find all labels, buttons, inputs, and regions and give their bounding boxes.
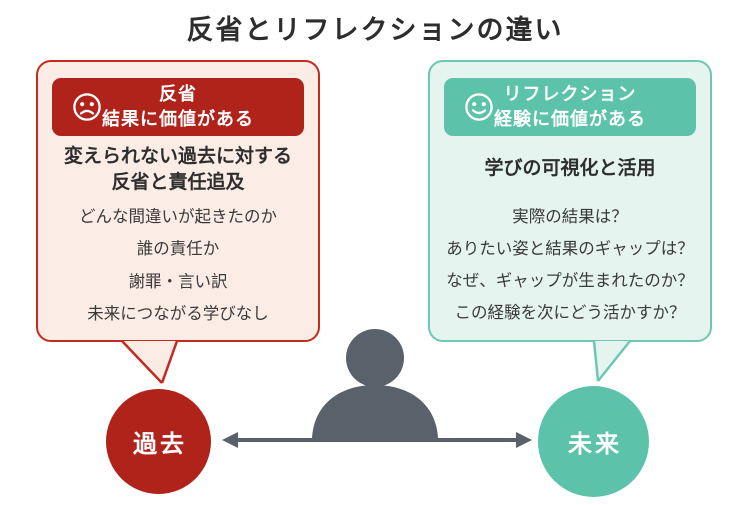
list-item: 未来につながる学びなし (87, 304, 269, 323)
hansei-body: 変えられない過去に対する 反省と責任追及 どんな間違いが起きたのか 誰の責任か … (42, 144, 314, 324)
hansei-speech-bubble: 反省 結果に価値がある 変えられない過去に対する 反省と責任追及 どんな間違いが… (36, 60, 320, 384)
list-item: どんな間違いが起きたのか (79, 208, 277, 227)
page-title: 反省とリフレクションの違い (186, 15, 564, 45)
reflection-body: 学びの可視化と活用 実際の結果は？ ありたい姿と結果のギャップは？ なぜ、ギャッ… (434, 144, 706, 323)
smiley-face-icon (465, 93, 493, 121)
past-circle-label: 過去 (133, 431, 187, 458)
reflection-header-title: リフレクション (503, 83, 637, 104)
past-circle: 過去 (106, 389, 211, 494)
sad-face-icon (73, 93, 101, 121)
hansei-header-subtitle: 結果に価値がある (102, 109, 254, 129)
future-circle: 未来 (538, 386, 649, 497)
reflection-lead-text: 学びの可視化と活用 (484, 158, 656, 179)
list-item: 実際の結果は？ (512, 207, 628, 226)
double-headed-arrow-icon (222, 432, 532, 448)
reflection-header: リフレクション 経験に価値がある (444, 78, 696, 136)
hansei-header: 反省 結果に価値がある (52, 78, 304, 136)
hansei-bubble-tail (121, 341, 179, 384)
reflection-speech-bubble: リフレクション 経験に価値がある 学びの可視化と活用 実際の結果は？ ありたい姿… (428, 60, 712, 382)
list-item: この経験を次にどう活かすか？ (454, 304, 686, 323)
list-item: ありたい姿と結果のギャップは？ (446, 239, 694, 258)
reflection-header-subtitle: 経験に価値がある (494, 109, 646, 129)
reflection-bubble-tail (592, 341, 631, 382)
list-item: 謝罪・言い訳 (128, 272, 228, 291)
list-item: なぜ、ギャップが生まれたのか？ (446, 271, 694, 290)
future-circle-label: 未来 (568, 431, 622, 458)
list-item: 誰の責任か (136, 240, 220, 259)
hansei-header-title: 反省 (159, 83, 197, 104)
person-silhouette-icon (312, 329, 438, 438)
hansei-lead-text: 変えられない過去に対する 反省と責任追及 (63, 146, 292, 193)
